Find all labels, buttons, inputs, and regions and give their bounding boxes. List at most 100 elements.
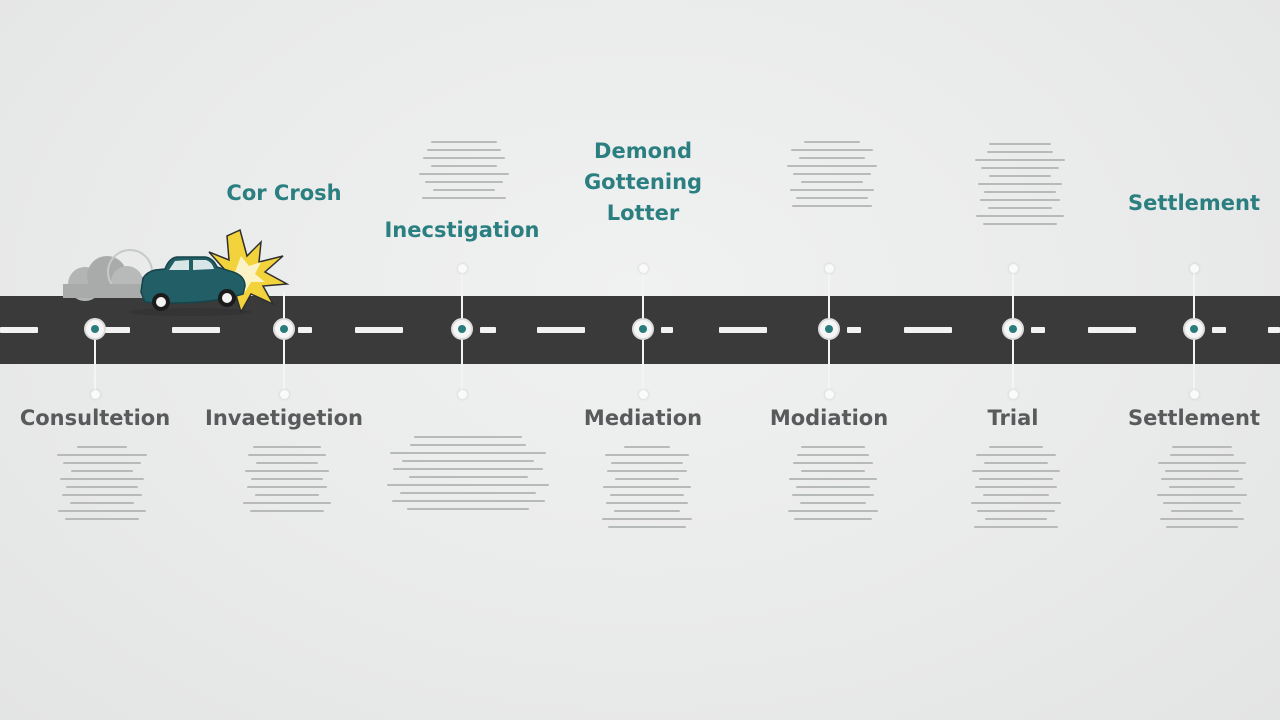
filler-text-line bbox=[250, 510, 324, 512]
filler-text-line bbox=[1160, 478, 1244, 480]
filler-text-line bbox=[1162, 502, 1242, 504]
road-dash bbox=[847, 327, 861, 333]
filler-text-line bbox=[56, 454, 148, 456]
stage-top-label-line: Gottening bbox=[583, 170, 703, 194]
filler-text-line bbox=[61, 494, 143, 496]
filler-text-line bbox=[1159, 518, 1245, 520]
timeline-node bbox=[451, 318, 473, 340]
filler-text-block bbox=[241, 446, 333, 518]
timeline-node-dot bbox=[825, 325, 833, 333]
road-dash bbox=[355, 327, 403, 333]
timeline-knob bbox=[457, 389, 467, 399]
stage-bottom-label: Modiation bbox=[769, 406, 889, 430]
filler-text-line bbox=[797, 454, 869, 456]
filler-text-block bbox=[970, 446, 1062, 534]
filler-text-line bbox=[974, 486, 1058, 488]
timeline-knob bbox=[638, 263, 648, 273]
filler-text-line bbox=[1166, 526, 1238, 528]
filler-text-line bbox=[418, 173, 510, 175]
filler-text-line bbox=[243, 502, 331, 504]
timeline-node-dot bbox=[280, 325, 288, 333]
filler-text-line bbox=[987, 207, 1053, 209]
filler-text-line bbox=[792, 173, 872, 175]
timeline-node-dot bbox=[639, 325, 647, 333]
filler-text-line bbox=[1165, 470, 1239, 472]
stage-top-label-line: Cor Crosh bbox=[226, 181, 342, 205]
filler-text-line bbox=[798, 157, 866, 159]
filler-text-line bbox=[976, 215, 1064, 217]
filler-text-line bbox=[988, 446, 1044, 448]
timeline-knob bbox=[1189, 263, 1199, 273]
timeline-node bbox=[1002, 318, 1024, 340]
road-dash bbox=[1031, 327, 1045, 333]
filler-text-line bbox=[611, 462, 683, 464]
timeline-node bbox=[273, 318, 295, 340]
stage-top-label-line: Demond bbox=[594, 139, 692, 163]
filler-text-line bbox=[1168, 486, 1236, 488]
timeline-knob bbox=[457, 263, 467, 273]
filler-text-line bbox=[988, 143, 1052, 145]
filler-text-line bbox=[410, 444, 526, 446]
filler-text-line bbox=[427, 149, 501, 151]
filler-text-line bbox=[1156, 494, 1248, 496]
stage-top-label-line: Settlement bbox=[1128, 191, 1260, 215]
road-dash bbox=[719, 327, 767, 333]
road-dash bbox=[1088, 327, 1136, 333]
filler-text-line bbox=[799, 502, 867, 504]
timeline-knob bbox=[90, 389, 100, 399]
timeline-stem bbox=[94, 318, 96, 394]
timeline-node-dot bbox=[1190, 325, 1198, 333]
filler-text-line bbox=[430, 165, 498, 167]
timeline-node bbox=[632, 318, 654, 340]
road-dash bbox=[298, 327, 312, 333]
filler-text-line bbox=[975, 454, 1057, 456]
timeline-knob bbox=[824, 389, 834, 399]
filler-text-line bbox=[408, 476, 528, 478]
filler-text-line bbox=[613, 510, 681, 512]
filler-text-line bbox=[793, 518, 873, 520]
filler-text-line bbox=[789, 189, 875, 191]
road-dash bbox=[100, 327, 130, 333]
road-dash bbox=[480, 327, 496, 333]
filler-text-line bbox=[393, 468, 543, 470]
timeline-node-dot bbox=[91, 325, 99, 333]
filler-text-line bbox=[400, 492, 536, 494]
filler-text-line bbox=[973, 526, 1059, 528]
filler-text-line bbox=[790, 149, 874, 151]
filler-text-line bbox=[979, 478, 1053, 480]
road-dash bbox=[172, 327, 220, 333]
filler-text-line bbox=[984, 191, 1056, 193]
filler-text-line bbox=[979, 199, 1061, 201]
filler-text-block bbox=[601, 446, 693, 534]
filler-text-line bbox=[391, 500, 545, 502]
filler-text-block bbox=[56, 446, 148, 526]
filler-text-line bbox=[610, 494, 684, 496]
timeline-node bbox=[1183, 318, 1205, 340]
filler-text-line bbox=[421, 197, 507, 199]
filler-text-line bbox=[972, 470, 1060, 472]
road-dash bbox=[0, 327, 38, 333]
timeline-node-dot bbox=[458, 325, 466, 333]
filler-text-line bbox=[789, 478, 877, 480]
filler-text-line bbox=[800, 181, 864, 183]
filler-text-line bbox=[804, 141, 860, 143]
filler-text-line bbox=[984, 518, 1048, 520]
timeline-knob bbox=[279, 389, 289, 399]
filler-text-line bbox=[605, 502, 689, 504]
filler-text-line bbox=[977, 183, 1063, 185]
filler-text-line bbox=[787, 510, 879, 512]
filler-text-line bbox=[424, 181, 504, 183]
timeline-stem bbox=[283, 292, 285, 394]
filler-text-line bbox=[387, 484, 549, 486]
timeline-node bbox=[818, 318, 840, 340]
filler-text-line bbox=[976, 510, 1056, 512]
filler-text-line bbox=[614, 478, 680, 480]
filler-text-line bbox=[1158, 462, 1246, 464]
filler-text-line bbox=[986, 151, 1054, 153]
filler-text-line bbox=[1171, 446, 1233, 448]
filler-text-line bbox=[604, 454, 690, 456]
road-dash bbox=[904, 327, 952, 333]
filler-text-block bbox=[383, 436, 553, 516]
timeline-node-dot bbox=[1009, 325, 1017, 333]
